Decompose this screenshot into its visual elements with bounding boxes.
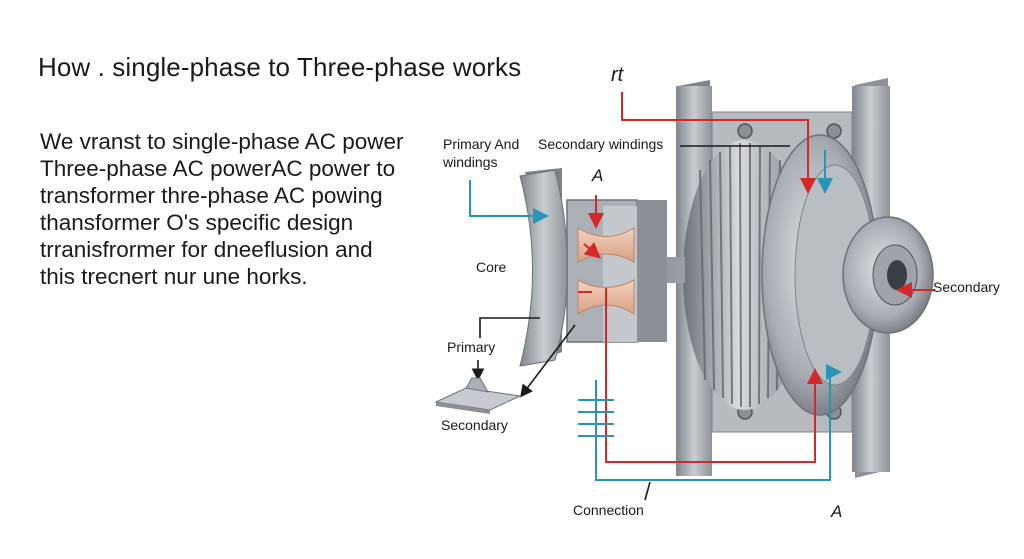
red-wires	[578, 92, 935, 463]
description-line-2: Three-phase AC powerAC power to	[40, 156, 396, 181]
label-secondary-right: Secondary	[933, 279, 1000, 295]
label-rt: rt	[611, 64, 624, 86]
page-title: How . single-phase to Three-phase works	[38, 52, 522, 82]
capacitor-symbol	[578, 399, 614, 437]
secondary-block	[434, 377, 522, 414]
label-windings: windings	[443, 154, 498, 170]
label-a-top: A	[592, 166, 604, 185]
blue-wires	[469, 150, 842, 481]
label-connection: Connection	[573, 502, 644, 518]
core-frame	[566, 199, 667, 343]
label-core: Core	[476, 259, 507, 275]
description-line-5: trranisfrormer for dneeflusion and	[40, 237, 373, 262]
description-line-1: We vranst to single-phase AC power	[40, 129, 404, 154]
description-line-6: this trecnert nur une horks.	[40, 264, 308, 289]
label-secondary-windings: Secondary windings	[538, 136, 664, 152]
label-primary: Primary	[447, 339, 496, 355]
left-curved-plate	[519, 168, 568, 367]
description-paragraph: We vranst to single-phase AC power Three…	[40, 128, 440, 290]
label-secondary-left: Secondary	[441, 417, 508, 433]
label-primary-and: Primary And	[443, 136, 520, 152]
description-line-4: thansformer O's specific design	[40, 210, 354, 235]
large-disc	[761, 134, 879, 416]
black-leaders	[471, 145, 790, 501]
label-a-bottom: A	[831, 502, 843, 521]
right-hub	[842, 216, 934, 334]
description-line-3: transformer thre-phase AC powing	[40, 183, 383, 208]
